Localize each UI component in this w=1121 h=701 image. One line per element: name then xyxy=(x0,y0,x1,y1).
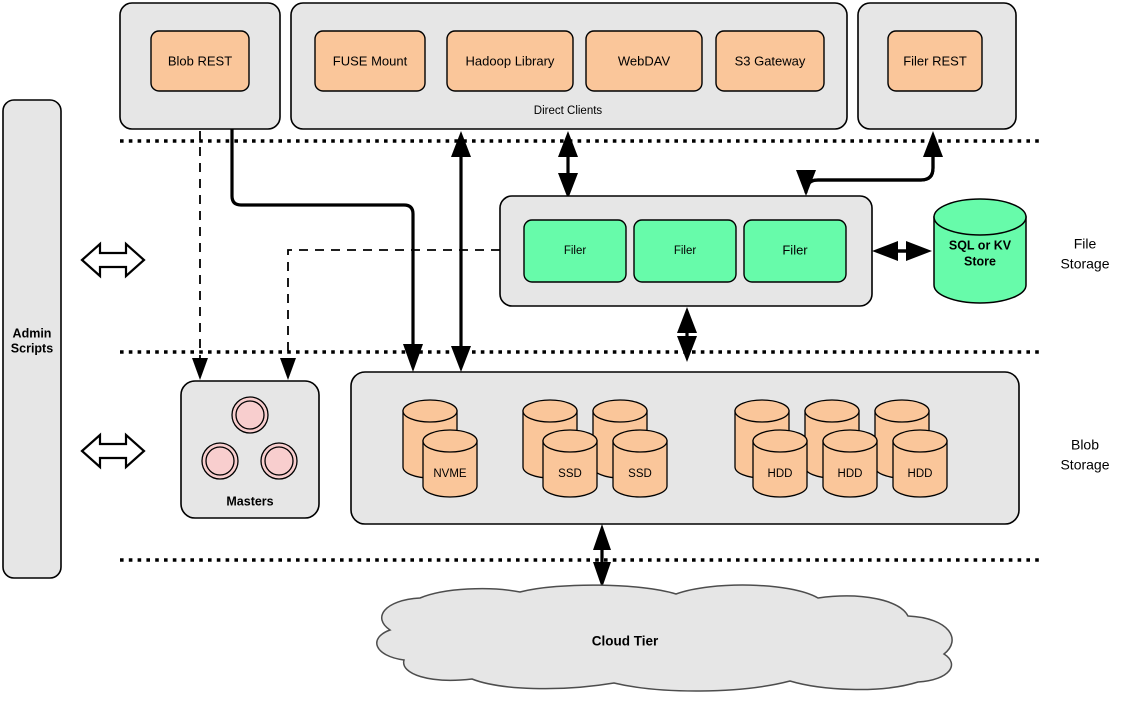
zone-label-file-storage-line1: File xyxy=(1074,236,1097,252)
admin-scripts-panel[interactable]: Admin Scripts xyxy=(2,99,62,579)
client-box-fuse-mount[interactable]: FUSE Mount xyxy=(314,30,426,92)
volume-cylinder-ssd-1: SSD xyxy=(542,429,598,498)
filer-node-3[interactable]: Filer xyxy=(743,219,847,283)
client-label-s3-gateway: S3 Gateway xyxy=(735,53,806,68)
client-box-filer-rest[interactable]: Filer REST xyxy=(887,30,983,92)
hdd-group[interactable]: HDD HDD HDD xyxy=(734,399,948,498)
filer-node-2-label: Filer xyxy=(674,245,697,257)
connector-direct-clients-to-filers xyxy=(558,131,578,199)
admin-scripts-label-line2: Scripts xyxy=(11,341,53,355)
volume-label-hdd-1: HDD xyxy=(768,468,793,480)
client-label-blob-rest: Blob REST xyxy=(168,53,232,68)
filer-group-container: Filer Filer Filer xyxy=(499,195,873,307)
filer-node-1[interactable]: Filer xyxy=(523,219,627,283)
client-box-webdav[interactable]: WebDAV xyxy=(585,30,703,92)
admin-scripts-label-line1: Admin xyxy=(13,326,52,340)
zone-label-blob-storage-line1: Blob xyxy=(1071,437,1099,453)
connector-filers-to-volumes xyxy=(677,307,697,362)
master-node-3 xyxy=(260,442,298,480)
direct-clients-group: FUSE Mount Hadoop Library WebDAV S3 Gate… xyxy=(290,2,848,130)
direct-clients-caption: Direct Clients xyxy=(534,105,603,117)
master-node-2 xyxy=(201,442,239,480)
cloud-tier-label: Cloud Tier xyxy=(592,634,659,649)
client-label-filer-rest: Filer REST xyxy=(903,53,967,68)
client-box-s3-gateway[interactable]: S3 Gateway xyxy=(715,30,825,92)
client-box-hadoop-library[interactable]: Hadoop Library xyxy=(446,30,574,92)
volume-cylinder-hdd-1: HDD xyxy=(752,429,808,498)
client-label-fuse-mount: FUSE Mount xyxy=(333,53,408,68)
volume-servers-container: NVME SSD xyxy=(350,371,1020,525)
zone-label-file-storage-line2: Storage xyxy=(1060,256,1109,272)
connector-blob-rest-to-volumes xyxy=(230,129,423,372)
masters-group[interactable]: Masters xyxy=(180,380,320,519)
zone-label-blob-storage: Blob Storage xyxy=(1060,437,1109,473)
connector-direct-clients-to-volumes xyxy=(451,131,471,372)
filer-node-2[interactable]: Filer xyxy=(633,219,737,283)
connector-filers-to-metastore xyxy=(872,241,932,261)
volume-cylinder-nvme: NVME xyxy=(422,429,478,498)
zone-label-file-storage: File Storage xyxy=(1060,236,1109,272)
nvme-group[interactable]: NVME xyxy=(402,399,478,498)
volume-label-nvme: NVME xyxy=(433,468,467,480)
blob-rest-group: Blob REST xyxy=(119,2,281,130)
metastore-label-line2: Store xyxy=(964,254,996,268)
metastore-cylinder[interactable]: SQL or KV Store xyxy=(933,198,1027,304)
filer-rest-group: Filer REST xyxy=(857,2,1017,130)
cloud-tier[interactable]: Cloud Tier xyxy=(376,584,953,692)
connector-admin-to-masters xyxy=(192,131,208,380)
admin-to-blob-storage-arrow xyxy=(80,432,146,470)
masters-label: Masters xyxy=(226,494,273,508)
filer-node-1-label: Filer xyxy=(564,245,587,257)
admin-to-file-storage-arrow xyxy=(80,241,146,279)
volume-cylinder-hdd-3: HDD xyxy=(892,429,948,498)
volume-label-ssd-2: SSD xyxy=(628,468,652,480)
volume-label-ssd-1: SSD xyxy=(558,468,582,480)
master-node-1 xyxy=(231,396,269,434)
client-box-blob-rest[interactable]: Blob REST xyxy=(150,30,250,92)
ssd-group[interactable]: SSD SSD xyxy=(522,399,668,498)
connector-filer-to-masters xyxy=(280,249,500,380)
client-label-webdav: WebDAV xyxy=(618,53,671,68)
client-label-hadoop-library: Hadoop Library xyxy=(466,53,555,68)
volume-cylinder-ssd-2: SSD xyxy=(612,429,668,498)
connector-volumes-to-cloud xyxy=(593,524,611,588)
volume-label-hdd-3: HDD xyxy=(908,468,933,480)
connector-filer-rest-to-filers xyxy=(796,131,943,196)
zone-label-blob-storage-line2: Storage xyxy=(1060,457,1109,473)
volume-label-hdd-2: HDD xyxy=(838,468,863,480)
metastore-label-line1: SQL or KV xyxy=(949,238,1012,252)
volume-cylinder-hdd-2: HDD xyxy=(822,429,878,498)
filer-node-3-label: Filer xyxy=(782,242,808,257)
